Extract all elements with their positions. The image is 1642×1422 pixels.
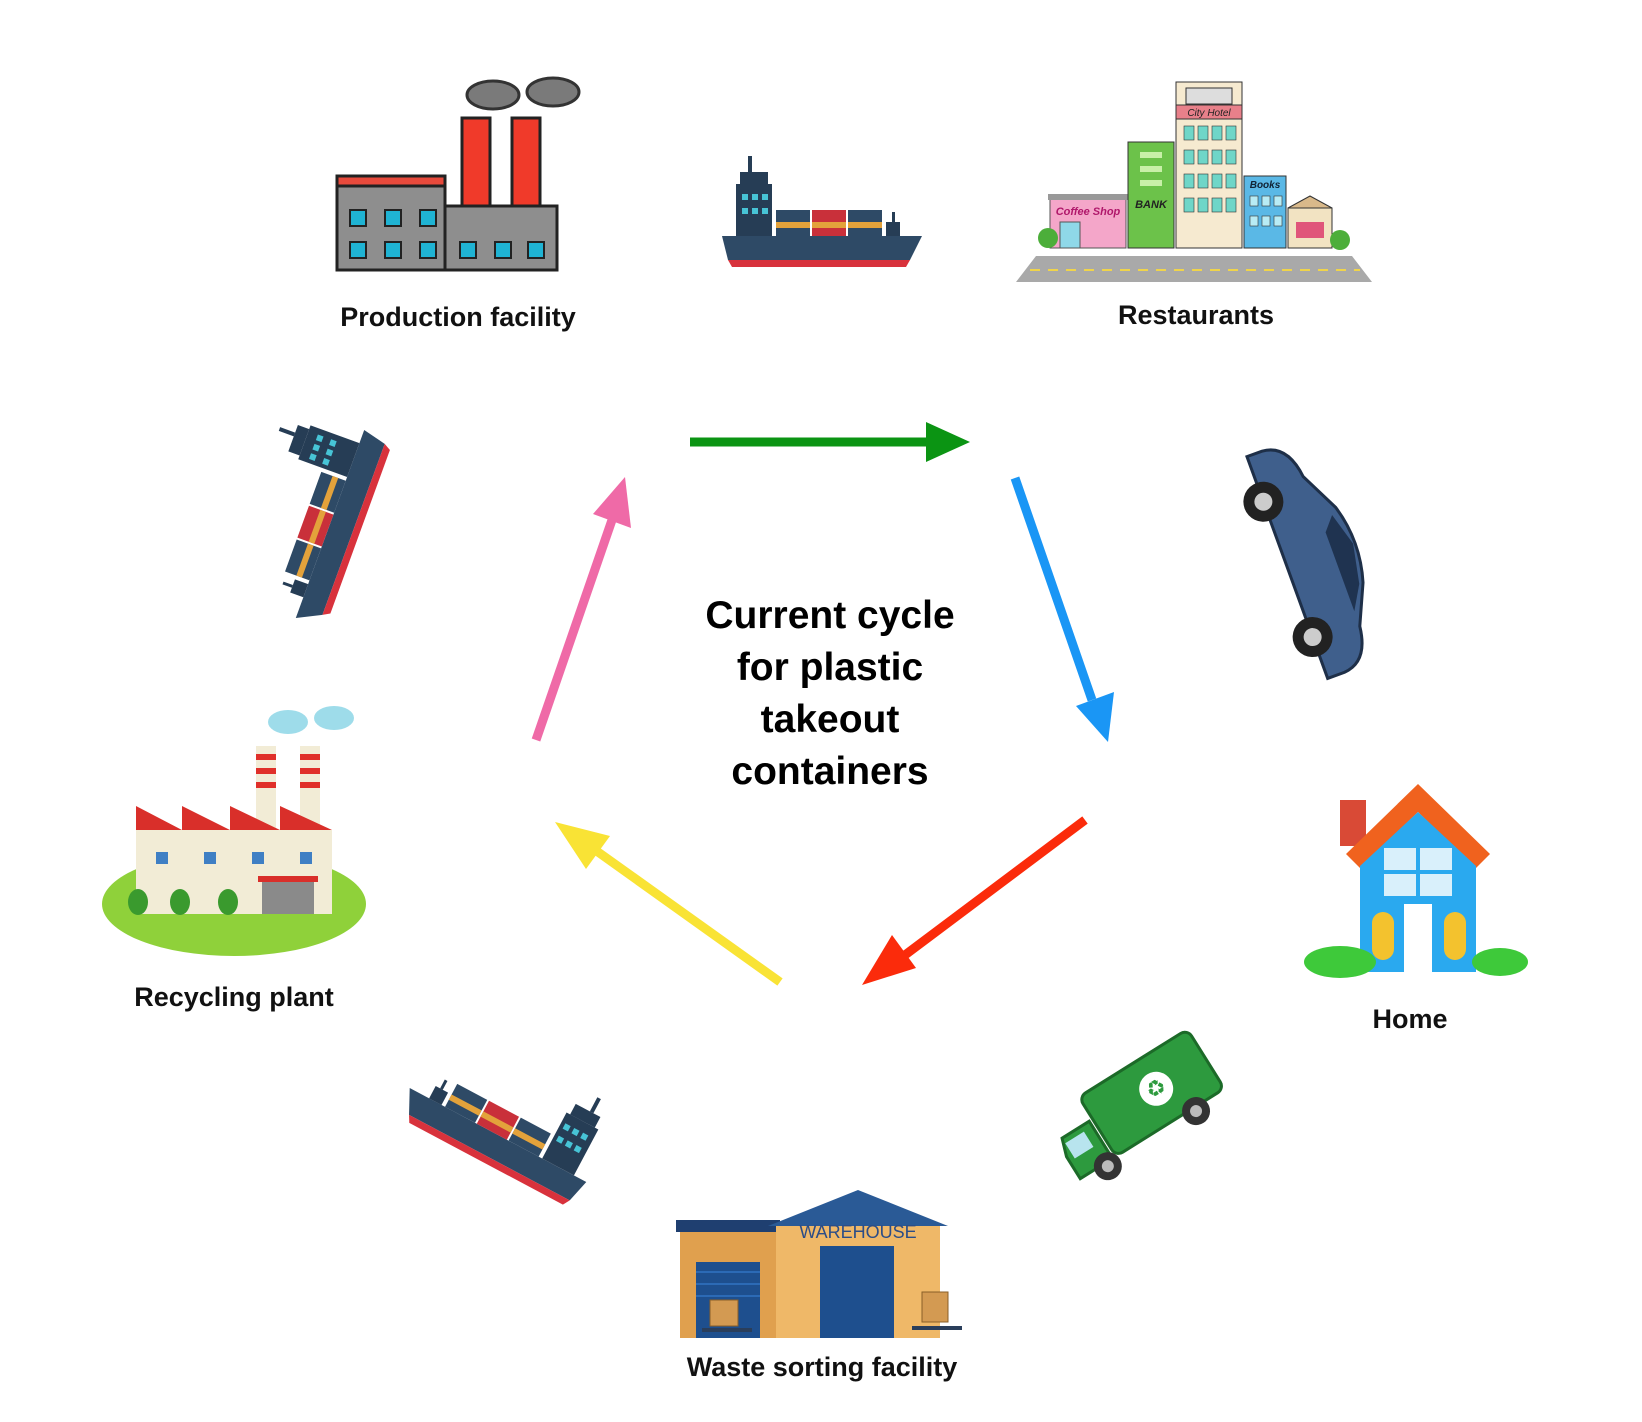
recycling-plant-label: Recycling plant [134, 982, 334, 1012]
arrow-recycling-to-production [531, 477, 631, 742]
arrow-production-to-restaurants [690, 422, 970, 462]
warehouse-sign: WAREHOUSE [799, 1222, 916, 1242]
title-line: containers [731, 750, 929, 793]
house-icon [1304, 784, 1528, 978]
recycling-plant-icon [102, 706, 366, 956]
title-line: takeout [760, 698, 900, 741]
arrow-restaurants-to-home [1010, 476, 1114, 742]
restaurants-label: Restaurants [1117, 300, 1275, 330]
cargo-ship-icon [220, 402, 394, 629]
factory-icon [335, 76, 581, 272]
waste-sorting-facility-label: Waste sorting facility [686, 1352, 958, 1382]
title-line: Current cycle [705, 594, 955, 637]
bank-sign: BANK [1135, 199, 1168, 211]
coffee-shop-sign: Coffee Shop [1056, 206, 1121, 218]
home-label: Home [1372, 1004, 1448, 1034]
diagram-title: Current cycle for plastic takeout contai… [665, 590, 995, 798]
city-buildings-icon: Coffee Shop BANK City Hotel Books [1016, 81, 1372, 282]
books-sign: Books [1250, 180, 1281, 191]
arrow-waste-to-recycling [555, 822, 783, 986]
warehouse-icon: WAREHOUSE [676, 1190, 962, 1338]
garbage-truck-icon: ♻ [1060, 1030, 1223, 1181]
arrow-home-to-waste [862, 816, 1088, 985]
cargo-ship-icon [395, 1017, 624, 1210]
cargo-ship-icon [722, 156, 922, 267]
title-line: for plastic [736, 646, 924, 689]
hotel-sign: City Hotel [1187, 108, 1231, 119]
car-icon [1243, 448, 1365, 681]
production-facility-label: Production facility [340, 302, 576, 332]
